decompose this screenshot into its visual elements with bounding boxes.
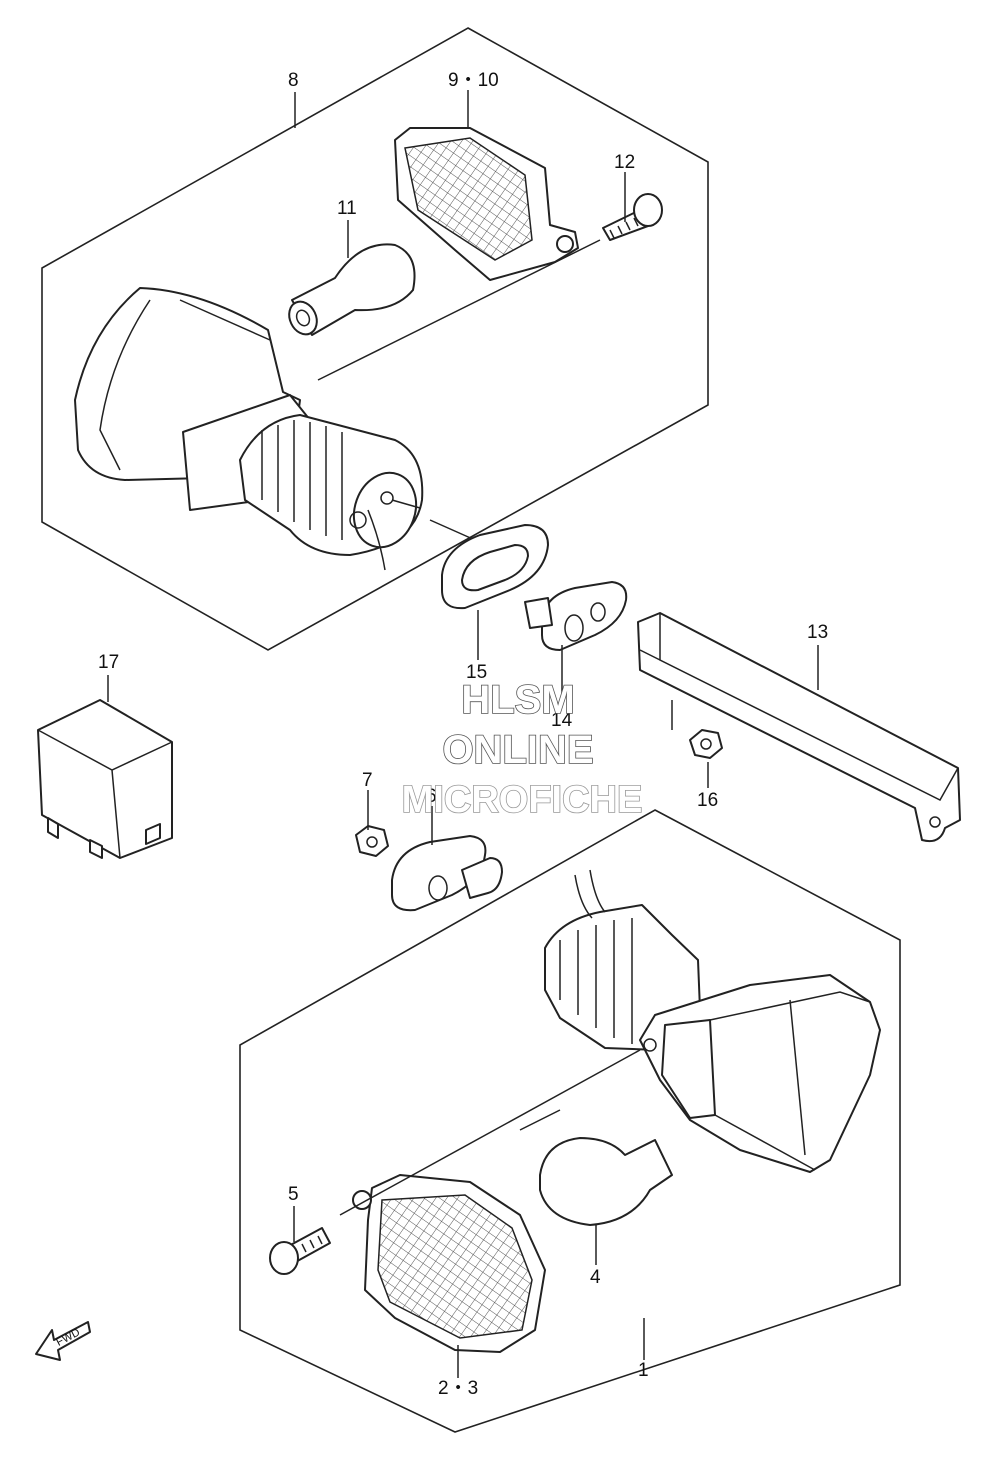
label-part-9-10: 9・10	[448, 70, 499, 91]
relay-17	[37, 699, 173, 859]
label-part-13: 13	[807, 622, 828, 643]
label-part-8: 8	[288, 70, 299, 91]
upper-signal-housing	[74, 287, 424, 571]
upper-lens	[394, 127, 579, 281]
screw-12	[602, 193, 663, 241]
nut-7	[355, 825, 389, 857]
lower-lens	[352, 1174, 546, 1353]
label-part-16: 16	[697, 790, 718, 811]
label-part-11: 11	[337, 198, 357, 219]
gasket-15	[441, 524, 549, 610]
bracket-13	[637, 612, 961, 843]
fwd-arrow-icon: FWD	[35, 1321, 91, 1361]
upper-bulb	[288, 243, 416, 336]
nut-16	[689, 729, 723, 759]
label-part-1: 1	[638, 1360, 649, 1381]
plate-14	[524, 581, 628, 651]
label-part-15: 15	[466, 662, 487, 683]
screw-5	[269, 1227, 331, 1275]
label-part-6: 6	[426, 786, 437, 807]
label-part-5: 5	[288, 1184, 299, 1205]
plate-6	[391, 835, 503, 912]
label-part-4: 4	[590, 1267, 601, 1288]
label-part-7: 7	[362, 770, 373, 791]
lower-bulb	[539, 1137, 673, 1226]
lower-signal-housing	[544, 869, 881, 1173]
lower-assembly-frame	[239, 809, 901, 1433]
upper-assembly-frame	[41, 27, 709, 651]
watermark-line-3: MICROFICHE	[402, 779, 643, 821]
label-part-2-3: 2・3	[438, 1378, 478, 1399]
label-part-14: 14	[551, 710, 573, 731]
watermark-line-1: HLSM	[461, 678, 574, 722]
label-part-17: 17	[98, 652, 119, 673]
label-part-12: 12	[614, 152, 635, 173]
watermark-line-2: ONLINE	[442, 728, 593, 772]
